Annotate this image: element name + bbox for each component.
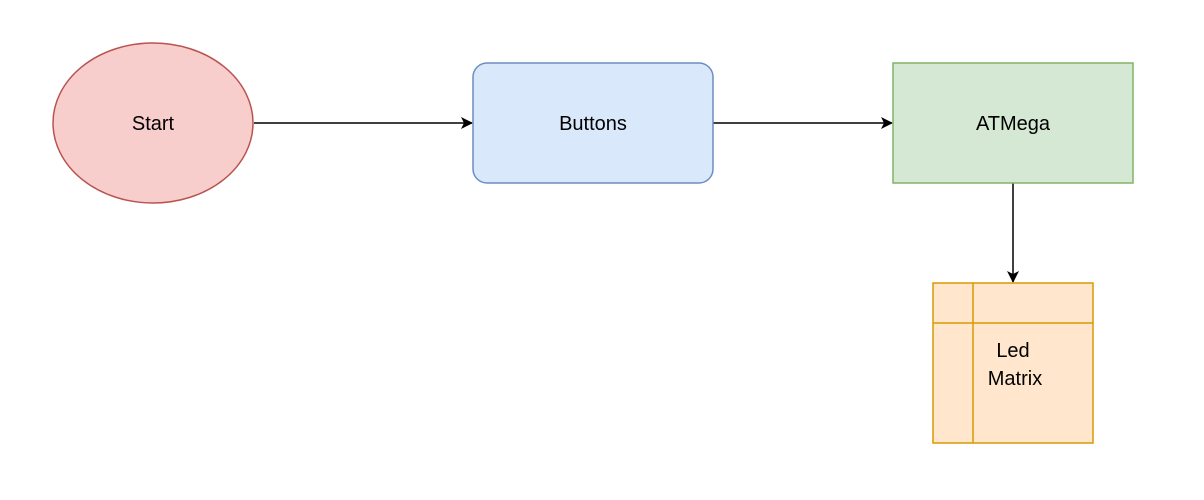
led-matrix-node-shape: [932, 282, 1094, 444]
led-matrix-label-line-2: Matrix: [988, 368, 1042, 390]
led-matrix-label-line-1: Led: [996, 340, 1029, 362]
atmega-node[interactable]: ATMega: [892, 62, 1134, 184]
start-node[interactable]: Start: [52, 42, 254, 204]
led-matrix-node[interactable]: Led Matrix: [932, 282, 1094, 444]
buttons-node-shape: [472, 62, 714, 184]
start-node-shape: [52, 42, 254, 204]
buttons-node[interactable]: Buttons: [472, 62, 714, 184]
atmega-node-label: ATMega: [976, 113, 1051, 135]
buttons-node-label: Buttons: [559, 113, 627, 135]
atmega-node-shape: [892, 62, 1134, 184]
start-node-label: Start: [132, 113, 175, 135]
